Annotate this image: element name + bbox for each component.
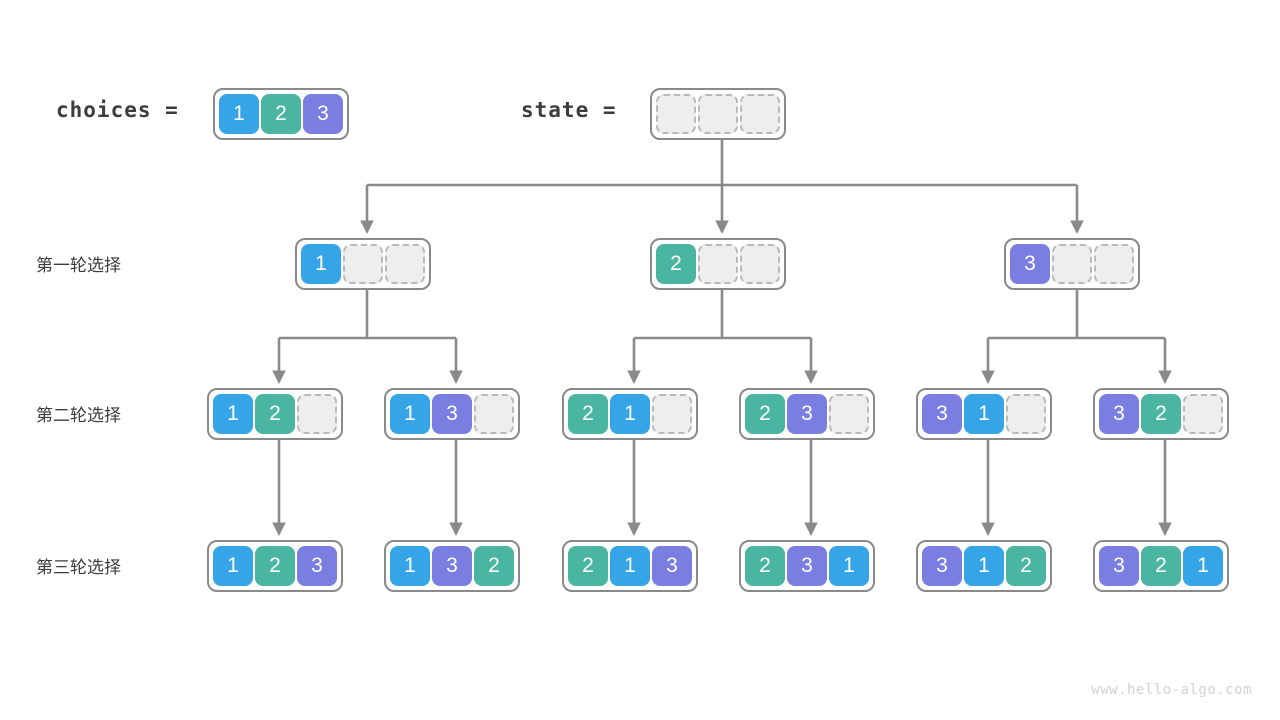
r1n2-cell-2 xyxy=(740,244,780,284)
watermark: www.hello-algo.com xyxy=(1091,682,1252,698)
r3n6-cell-0: 3 xyxy=(1099,546,1139,586)
choices-cell-0: 1 xyxy=(219,94,259,134)
state-cell-1 xyxy=(698,94,738,134)
r3n4-cell-1: 3 xyxy=(787,546,827,586)
state-cell-2 xyxy=(740,94,780,134)
state-node-round-1-3: 3 xyxy=(1004,238,1140,290)
r1n3-cell-2 xyxy=(1094,244,1134,284)
state-cell-0 xyxy=(656,94,696,134)
r1n1-cell-0: 1 xyxy=(301,244,341,284)
r3n1-cell-0: 1 xyxy=(213,546,253,586)
r2n2-cell-0: 1 xyxy=(390,394,430,434)
r3n1-cell-2: 3 xyxy=(297,546,337,586)
r2n5-cell-0: 3 xyxy=(922,394,962,434)
r1n1-cell-2 xyxy=(385,244,425,284)
r2n4-cell-2 xyxy=(829,394,869,434)
choices-label: choices = xyxy=(56,98,179,122)
r2n2-cell-2 xyxy=(474,394,514,434)
r3n5-cell-2: 2 xyxy=(1006,546,1046,586)
r3n3-cell-1: 1 xyxy=(610,546,650,586)
state-node-round-1-1: 1 xyxy=(295,238,431,290)
r2n1-cell-0: 1 xyxy=(213,394,253,434)
r2n4-cell-0: 2 xyxy=(745,394,785,434)
r3n5-cell-1: 1 xyxy=(964,546,1004,586)
r3n4-cell-2: 1 xyxy=(829,546,869,586)
r3n3-cell-2: 3 xyxy=(652,546,692,586)
r2n2-cell-1: 3 xyxy=(432,394,472,434)
r1n3-cell-0: 3 xyxy=(1010,244,1050,284)
row-label-round-1: 第一轮选择 xyxy=(36,256,121,275)
choices-cell-2: 3 xyxy=(303,94,343,134)
r2n5-cell-1: 1 xyxy=(964,394,1004,434)
r1n2-cell-0: 2 xyxy=(656,244,696,284)
state-node-round-1-2: 2 xyxy=(650,238,786,290)
r2n6-cell-2 xyxy=(1183,394,1223,434)
r2n3-cell-0: 2 xyxy=(568,394,608,434)
state-array xyxy=(650,88,786,140)
r3n3-cell-0: 2 xyxy=(568,546,608,586)
r3n1-cell-1: 2 xyxy=(255,546,295,586)
r2n4-cell-1: 3 xyxy=(787,394,827,434)
r3n2-cell-0: 1 xyxy=(390,546,430,586)
r1n2-cell-1 xyxy=(698,244,738,284)
r2n3-cell-1: 1 xyxy=(610,394,650,434)
state-label: state = xyxy=(521,98,617,122)
r3n6-cell-1: 2 xyxy=(1141,546,1181,586)
choices-cell-1: 2 xyxy=(261,94,301,134)
r2n1-cell-1: 2 xyxy=(255,394,295,434)
r2n6-cell-1: 2 xyxy=(1141,394,1181,434)
r3n2-cell-2: 2 xyxy=(474,546,514,586)
r3n6-cell-2: 1 xyxy=(1183,546,1223,586)
row-label-round-3: 第三轮选择 xyxy=(36,558,121,577)
r3n2-cell-1: 3 xyxy=(432,546,472,586)
r1n3-cell-1 xyxy=(1052,244,1092,284)
r2n6-cell-0: 3 xyxy=(1099,394,1139,434)
r3n5-cell-0: 3 xyxy=(922,546,962,586)
r2n1-cell-2 xyxy=(297,394,337,434)
r2n5-cell-2 xyxy=(1006,394,1046,434)
r2n3-cell-2 xyxy=(652,394,692,434)
r3n4-cell-0: 2 xyxy=(745,546,785,586)
r1n1-cell-1 xyxy=(343,244,383,284)
row-label-round-2: 第二轮选择 xyxy=(36,406,121,425)
